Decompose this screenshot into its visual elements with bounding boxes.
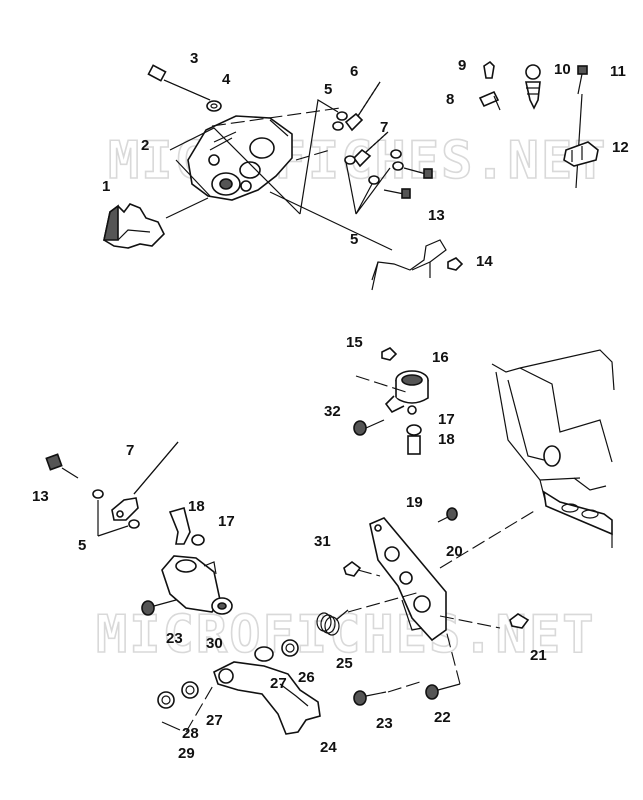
leader-washers bbox=[345, 161, 391, 215]
callout-27-left: 27 bbox=[206, 712, 223, 729]
cotter-clip bbox=[478, 90, 501, 111]
callout-16: 16 bbox=[432, 349, 449, 366]
callout-7-bottom: 7 bbox=[126, 442, 134, 459]
brake-cable-lower bbox=[352, 131, 389, 168]
callout-29: 29 bbox=[178, 745, 195, 762]
callout-23-left: 23 bbox=[166, 630, 183, 647]
callout-24: 24 bbox=[320, 739, 337, 756]
callout-1: 1 bbox=[102, 178, 110, 195]
callout-11: 11 bbox=[610, 63, 626, 80]
washer bbox=[157, 691, 175, 709]
callout-13-bottom: 13 bbox=[32, 488, 49, 505]
callout-25: 25 bbox=[336, 655, 353, 672]
callout-4: 4 bbox=[222, 71, 231, 88]
bolt bbox=[45, 453, 79, 479]
callout-5-mid: 5 bbox=[350, 231, 358, 248]
washer bbox=[206, 100, 222, 112]
bushing bbox=[254, 646, 274, 662]
callout-3: 3 bbox=[190, 50, 198, 67]
callout-9: 9 bbox=[458, 57, 466, 74]
hose-clamp bbox=[191, 534, 205, 546]
cable-clamp bbox=[563, 141, 599, 167]
brake-pad bbox=[103, 203, 165, 249]
callout-17-bottom: 17 bbox=[218, 513, 235, 530]
callout-26: 26 bbox=[298, 669, 315, 686]
callout-22: 22 bbox=[434, 709, 451, 726]
bolt bbox=[403, 167, 433, 179]
callout-15: 15 bbox=[346, 334, 363, 351]
callout-18-bottom: 18 bbox=[188, 498, 205, 515]
bolt bbox=[141, 599, 177, 616]
nut bbox=[447, 257, 464, 271]
screw bbox=[353, 419, 385, 436]
callout-5-top: 5 bbox=[324, 81, 332, 98]
hose-clamp bbox=[406, 424, 422, 436]
washer bbox=[332, 121, 344, 131]
cotter-pin bbox=[161, 721, 181, 731]
washer bbox=[128, 519, 140, 529]
callout-19: 19 bbox=[406, 494, 423, 511]
brake-pedal-plate bbox=[369, 517, 447, 642]
nut bbox=[343, 561, 362, 577]
washer bbox=[336, 111, 348, 121]
master-cylinder-reservoir bbox=[384, 370, 429, 415]
washer bbox=[181, 681, 199, 699]
callout-8: 8 bbox=[446, 91, 454, 108]
brake-pedal-arm bbox=[213, 661, 321, 735]
leader-washers bbox=[97, 500, 129, 537]
callout-2: 2 bbox=[141, 137, 149, 154]
callout-6: 6 bbox=[350, 63, 358, 80]
bolt bbox=[353, 690, 387, 706]
hose bbox=[407, 435, 421, 455]
bolt bbox=[383, 188, 411, 199]
callout-28: 28 bbox=[182, 725, 199, 742]
washer bbox=[92, 489, 104, 499]
clevis-pin bbox=[483, 60, 495, 79]
callout-17-top: 17 bbox=[438, 411, 455, 428]
callout-10: 10 bbox=[554, 61, 571, 78]
return-spring bbox=[316, 609, 349, 636]
callout-23-right: 23 bbox=[376, 715, 393, 732]
callout-20: 20 bbox=[446, 543, 463, 560]
washer bbox=[281, 639, 299, 657]
callout-21: 21 bbox=[530, 647, 547, 664]
nut bbox=[509, 613, 530, 629]
callout-13-top: 13 bbox=[428, 207, 445, 224]
brake-cable-upper bbox=[344, 81, 381, 132]
callout-5-bottom: 5 bbox=[78, 537, 86, 554]
brake-caliper bbox=[187, 115, 293, 201]
bolt bbox=[425, 683, 461, 700]
callout-27-right: 27 bbox=[270, 675, 287, 692]
push-rivet bbox=[525, 64, 541, 110]
caliper-bolt bbox=[147, 64, 211, 101]
vehicle-frame bbox=[491, 349, 615, 548]
callout-14: 14 bbox=[476, 253, 493, 270]
nut bbox=[381, 347, 398, 361]
callout-30: 30 bbox=[206, 635, 223, 652]
master-cylinder bbox=[161, 555, 233, 615]
brake-cable bbox=[111, 441, 179, 521]
watermark-bottom: MICROFICHES.NET bbox=[96, 605, 596, 665]
callout-18-top: 18 bbox=[438, 431, 455, 448]
callout-12: 12 bbox=[612, 139, 629, 156]
hose bbox=[168, 507, 191, 545]
adjuster-screw bbox=[577, 65, 588, 95]
callout-7-top: 7 bbox=[380, 119, 388, 136]
callout-31: 31 bbox=[314, 533, 331, 550]
bolt bbox=[437, 507, 458, 523]
leader-caliper bbox=[169, 127, 301, 215]
callout-32: 32 bbox=[324, 403, 341, 420]
frame-bracket bbox=[371, 239, 447, 281]
